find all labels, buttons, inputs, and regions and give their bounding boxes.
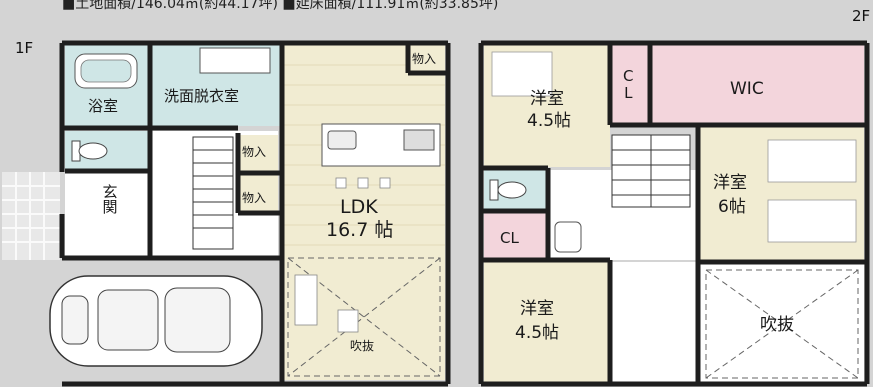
walls-2f xyxy=(478,40,870,387)
sofa xyxy=(294,274,359,333)
room-label-storage-top: 物入 xyxy=(412,52,437,66)
washbasin xyxy=(199,47,271,74)
porch-tiles xyxy=(2,172,60,260)
room-label-western-top-size: 4.5帖 xyxy=(527,111,572,131)
walls-1f xyxy=(59,40,451,387)
wash-basin-2f xyxy=(554,221,582,253)
room-label-atrium-1f: 吹抜 xyxy=(350,339,375,353)
room-label-storage-2: 物入 xyxy=(242,191,267,205)
hall-2f-lower-floor xyxy=(612,262,696,382)
storage-1-floor xyxy=(238,135,278,171)
dining-set xyxy=(335,177,391,189)
closet-small-floor xyxy=(484,213,546,259)
storage-2-floor xyxy=(238,175,278,211)
floor-label-2f: 2F xyxy=(852,7,871,25)
stairs-1f xyxy=(192,136,234,250)
room-label-bath: 浴室 xyxy=(88,97,119,115)
room-label-western-bottom: 洋室 xyxy=(520,299,554,319)
room-label-atrium-2f: 吹抜 xyxy=(760,315,794,335)
room-label-washroom: 洗面脱衣室 xyxy=(164,87,240,105)
floor-area-summary: ■土地面積/146.04㎡(約44.17坪) ■延床面積/111.91㎡(約33… xyxy=(62,0,499,12)
floor-label-1f: 1F xyxy=(15,39,34,57)
room-label-closet-small: CL xyxy=(500,229,519,247)
room-label-western-top: 洋室 xyxy=(530,89,564,109)
room-label-storage-1: 物入 xyxy=(242,145,267,159)
stairs-2f xyxy=(611,134,691,208)
toilet-2f xyxy=(489,179,527,201)
room-label-western-right: 洋室 xyxy=(713,173,747,193)
room-label-ldk-size: 16.7 帖 xyxy=(326,219,394,241)
atrium-2f-floor xyxy=(700,264,864,382)
car xyxy=(49,275,263,367)
toilet-1f xyxy=(71,140,108,162)
room-label-western-right-size: 6帖 xyxy=(718,197,746,217)
atrium-2f-lines xyxy=(705,269,859,379)
room-label-wic: WIC xyxy=(730,79,764,99)
western-bottom-floor xyxy=(484,262,610,382)
room-label-ldk: LDK xyxy=(340,196,378,218)
room-label-western-bottom-size: 4.5帖 xyxy=(515,323,560,343)
room-label-entrance: 玄関 xyxy=(100,184,119,214)
storage-top-floor xyxy=(408,45,445,73)
entrance-floor xyxy=(65,172,149,258)
room-label-closet-top: C L xyxy=(623,67,634,102)
wic-floor xyxy=(652,45,864,123)
closet-top-floor xyxy=(612,45,650,123)
beds xyxy=(491,51,857,243)
